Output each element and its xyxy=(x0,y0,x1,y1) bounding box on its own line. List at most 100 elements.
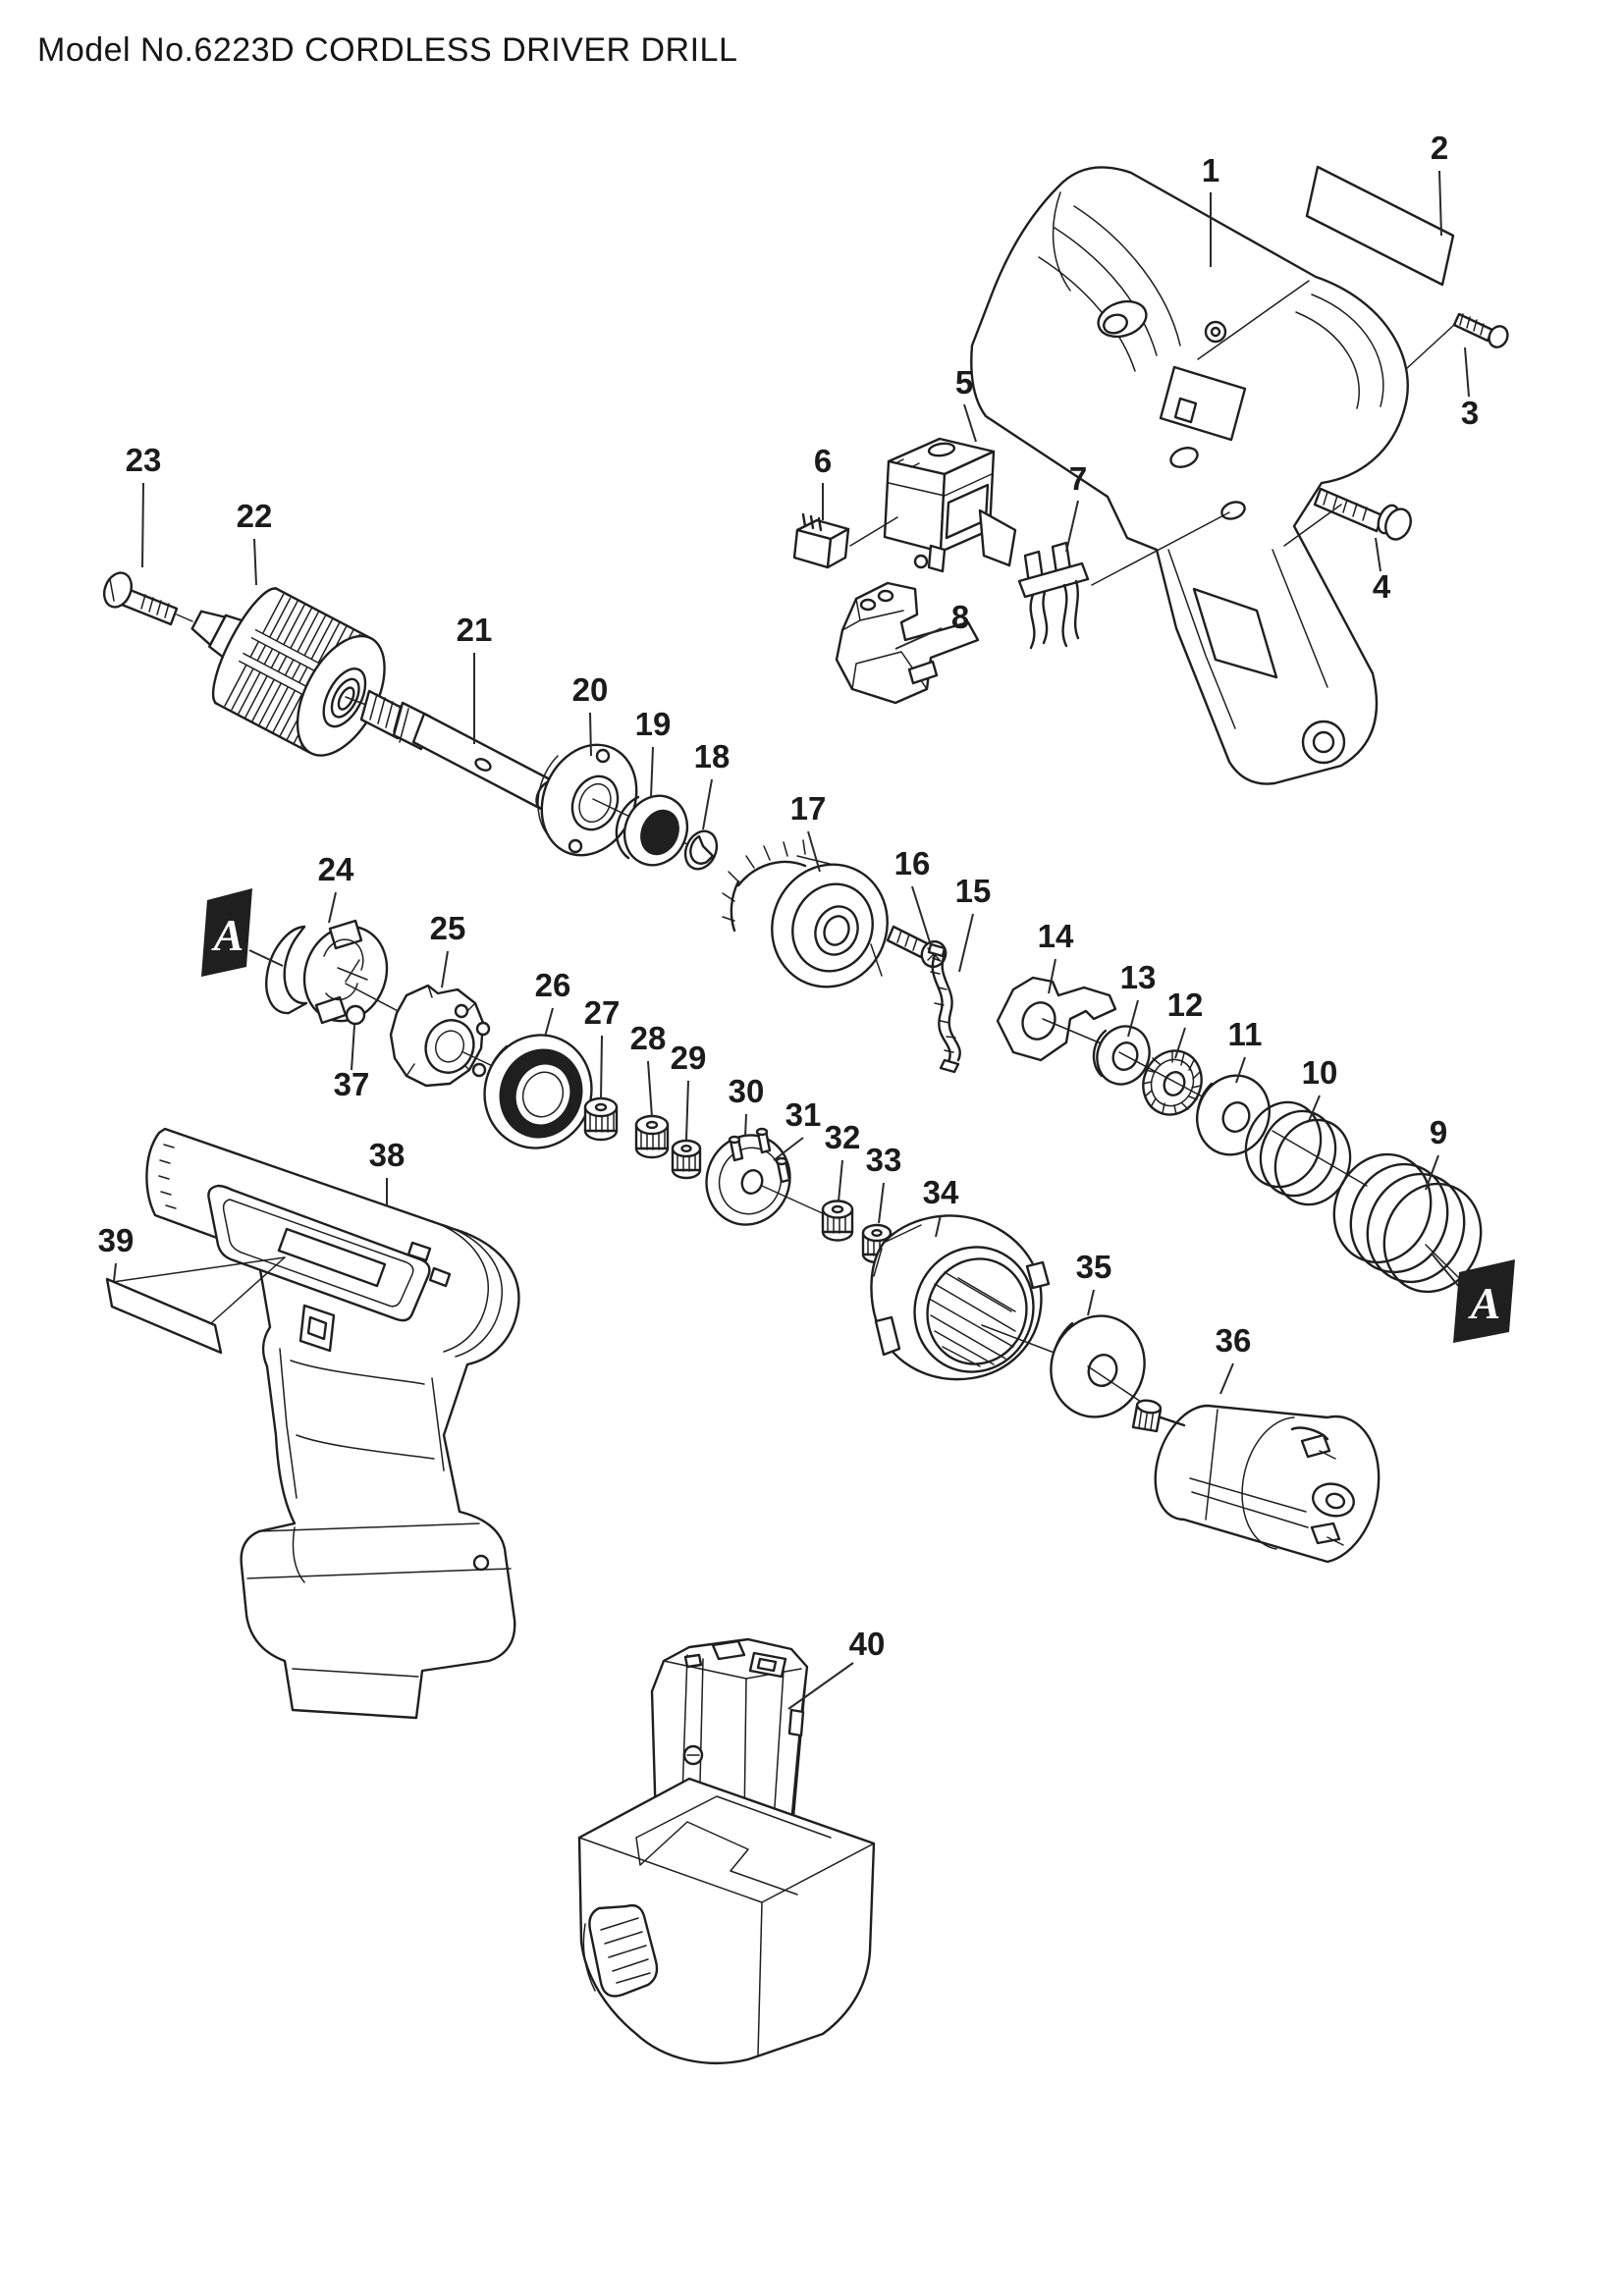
part-label-26: 26 xyxy=(535,967,571,1003)
part-33-leader-line xyxy=(878,1182,885,1224)
part-9-spring-drawing xyxy=(1332,1152,1483,1294)
part-25-leader-line xyxy=(441,950,449,988)
part-28-leader-line xyxy=(647,1060,653,1118)
part-label-29: 29 xyxy=(671,1040,707,1076)
part-31-leader-line xyxy=(773,1137,804,1161)
part-22-leader-line xyxy=(253,538,257,586)
part-26-leader-line xyxy=(544,1007,554,1038)
part-14-cam-drawing xyxy=(996,976,1118,1062)
part-36-leader-line xyxy=(1219,1362,1234,1395)
part-18-ering-drawing xyxy=(683,829,719,871)
part-3-screw-drawing xyxy=(1405,312,1509,370)
part-label-28: 28 xyxy=(630,1020,667,1056)
part-17-leader-line xyxy=(807,830,821,873)
part-label-10: 10 xyxy=(1302,1054,1338,1091)
part-label-21: 21 xyxy=(457,612,493,648)
part-label-20: 20 xyxy=(572,671,609,708)
part-18-leader-line xyxy=(702,778,713,830)
part-28-gear-drawing xyxy=(634,1114,670,1159)
part-label-15: 15 xyxy=(955,873,992,909)
part-30-leader-line xyxy=(744,1113,747,1138)
part-label-7: 7 xyxy=(1069,460,1087,497)
section-marker-2-leader xyxy=(1431,1253,1461,1289)
part-32-gear-drawing xyxy=(821,1200,854,1242)
part-40-battery-drawing xyxy=(577,1637,876,2065)
section-markers-layer: AA xyxy=(201,888,1515,1343)
part-14-leader-line xyxy=(1048,958,1056,994)
part-27-leader-line xyxy=(600,1035,603,1100)
section-marker-1-box xyxy=(201,888,252,977)
part-11-washer-drawing xyxy=(1196,1074,1271,1156)
part-label-2: 2 xyxy=(1431,130,1448,166)
part-20-leader-line xyxy=(589,712,592,757)
part-30-carrier-drawing xyxy=(705,1127,828,1226)
part-25-carrier-drawing xyxy=(389,984,531,1088)
part-11-leader-line xyxy=(1235,1056,1246,1084)
part-12-leader-line xyxy=(1174,1027,1186,1059)
part-32-leader-line xyxy=(838,1159,843,1202)
part-24-cam-drawing xyxy=(265,919,425,1026)
part-12-bearing-drawing xyxy=(1118,1049,1234,1116)
part-40-leader-line xyxy=(787,1662,854,1710)
part-10-spring-drawing xyxy=(1244,1100,1368,1206)
part-35-washer-drawing xyxy=(1050,1314,1148,1418)
section-marker-1-letter: A xyxy=(211,910,244,960)
part-2-leader-line xyxy=(1438,170,1442,237)
part-label-6: 6 xyxy=(814,443,832,479)
part-label-3: 3 xyxy=(1461,395,1479,431)
part-5-switch-drawing xyxy=(883,437,1017,573)
part-label-22: 22 xyxy=(237,498,273,534)
part-26-bearing-drawing xyxy=(483,1034,593,1149)
part-19-leader-line xyxy=(650,746,654,798)
part-label-17: 17 xyxy=(790,790,827,827)
part-2-label-plate-drawing xyxy=(1197,165,1455,360)
part-label-25: 25 xyxy=(430,910,466,946)
part-1-housing-drawing xyxy=(970,166,1409,785)
part-label-5: 5 xyxy=(955,364,973,400)
part-35-leader-line xyxy=(1087,1289,1095,1316)
part-29-leader-line xyxy=(685,1080,689,1141)
part-39-name-plate-drawing xyxy=(105,1256,286,1355)
part-label-8: 8 xyxy=(951,599,969,635)
part-7-lever-drawing xyxy=(1017,511,1230,650)
part-4-leader-line xyxy=(1375,537,1381,572)
part-label-32: 32 xyxy=(825,1119,861,1155)
part-34-leader-line xyxy=(935,1214,942,1238)
part-label-35: 35 xyxy=(1076,1249,1112,1285)
section-marker-1-leader xyxy=(248,949,284,967)
part-label-16: 16 xyxy=(894,845,931,881)
part-3-leader-line xyxy=(1464,347,1470,398)
part-10-leader-line xyxy=(1308,1095,1321,1122)
part-label-37: 37 xyxy=(334,1066,370,1102)
part-label-12: 12 xyxy=(1167,987,1204,1023)
part-label-39: 39 xyxy=(98,1222,135,1258)
part-label-11: 11 xyxy=(1228,1016,1263,1052)
part-19-ring-drawing xyxy=(615,794,689,867)
part-label-38: 38 xyxy=(369,1137,406,1173)
part-6-terminal-drawing xyxy=(792,512,898,569)
part-27-gear-drawing xyxy=(583,1096,619,1142)
part-label-19: 19 xyxy=(635,706,672,742)
part-label-18: 18 xyxy=(694,738,731,774)
part-23-screw-drawing xyxy=(102,571,193,626)
part-21-spindle-drawing xyxy=(359,689,559,811)
part-39-leader-line xyxy=(113,1262,117,1282)
part-8-leader-line xyxy=(894,627,943,650)
part-22-chuck-drawing xyxy=(190,587,386,757)
part-7-leader-line xyxy=(1065,500,1079,553)
part-36-motor-drawing xyxy=(1131,1399,1380,1564)
part-20-flange-drawing xyxy=(537,743,688,857)
part-label-4: 4 xyxy=(1373,568,1391,605)
part-label-40: 40 xyxy=(849,1626,886,1662)
part-label-9: 9 xyxy=(1430,1114,1447,1150)
part-13-leader-line xyxy=(1127,999,1139,1038)
part-38-drill-body-drawing xyxy=(145,1127,520,1720)
part-label-30: 30 xyxy=(729,1073,765,1109)
diagram-title: Model No.6223D CORDLESS DRIVER DRILL xyxy=(37,31,737,69)
part-label-1: 1 xyxy=(1202,152,1219,188)
part-label-36: 36 xyxy=(1216,1322,1252,1359)
part-9-leader-line xyxy=(1425,1154,1439,1191)
